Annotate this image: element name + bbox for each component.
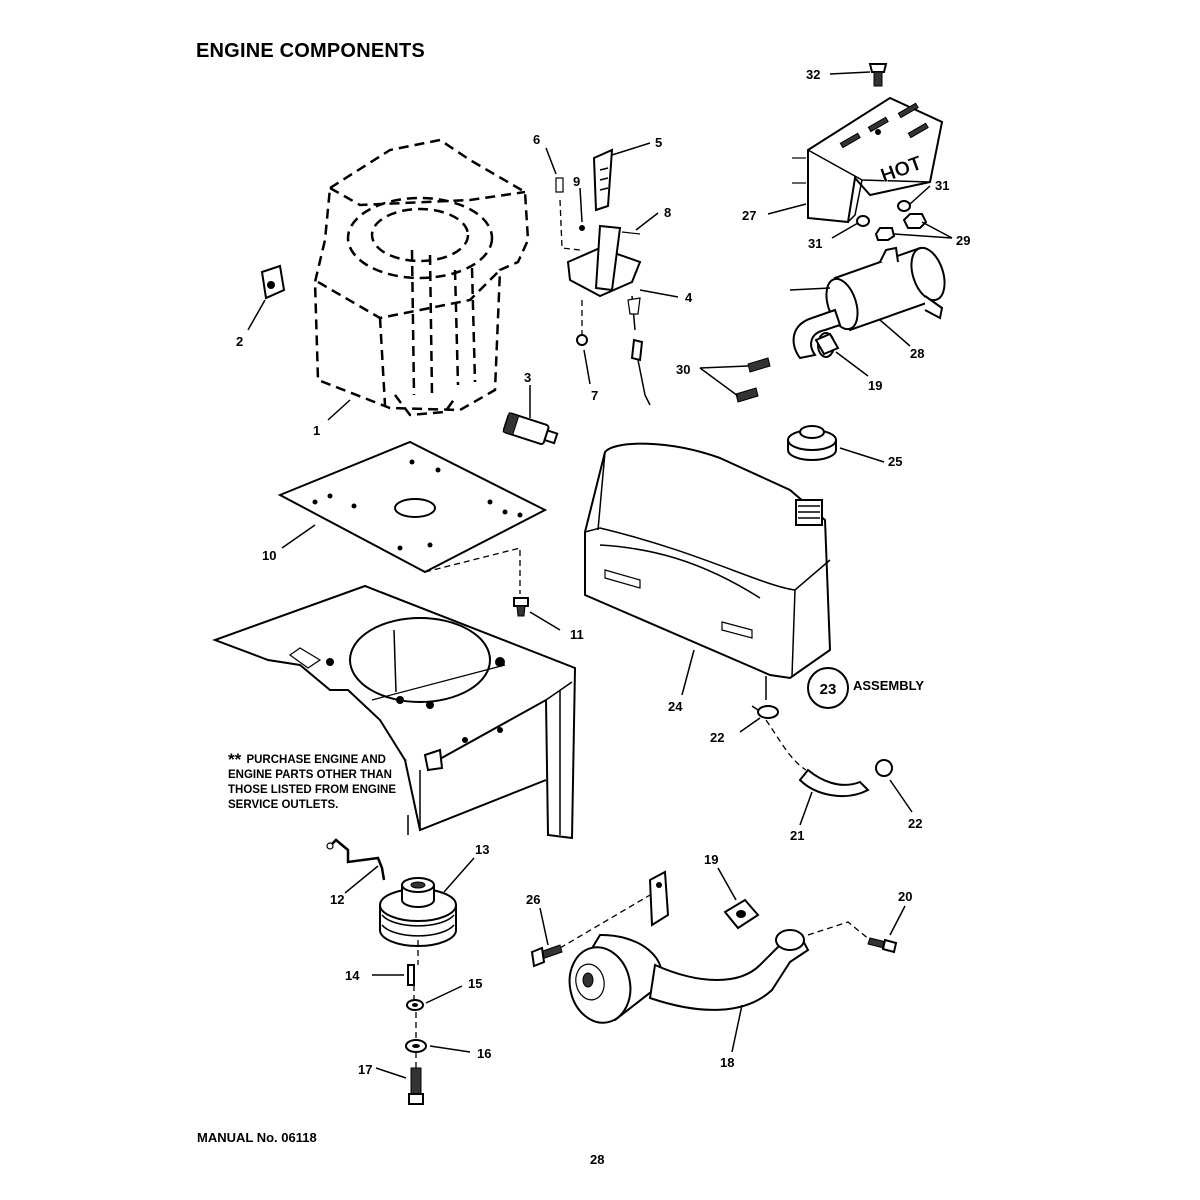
page-number: 28 (590, 1152, 605, 1167)
callout-21: 21 (790, 828, 804, 843)
control-bracket-assembly (555, 148, 651, 406)
callout-27: 27 (742, 208, 756, 223)
callout-1: 1 (313, 423, 320, 438)
callout-14: 14 (345, 968, 360, 983)
washer-15 (406, 999, 424, 1011)
washer-16 (405, 1039, 427, 1053)
callout-31-right: 31 (935, 178, 949, 193)
engine-purchase-note: ** PURCHASE ENGINE AND ENGINE PARTS OTHE… (228, 750, 428, 813)
muffler-18 (559, 870, 810, 1024)
pulley (379, 877, 457, 947)
washer-31-left (856, 215, 870, 227)
clamp-part (260, 264, 286, 300)
callout-8: 8 (664, 205, 671, 220)
bolt-11 (513, 597, 529, 617)
leader-lines (247, 71, 953, 1079)
washer-31-right (897, 200, 911, 212)
callout-9: 9 (573, 174, 580, 189)
gasket-19-lower (723, 898, 760, 930)
callout-3: 3 (524, 370, 531, 385)
callout-28: 28 (910, 346, 924, 361)
hose-clamp-lower (875, 759, 893, 777)
nut-29-lower (874, 227, 896, 241)
callout-labels: 1 2 3 4 5 6 7 8 9 10 11 12 13 14 15 16 1… (236, 67, 970, 1077)
manual-number: MANUAL No. 06118 (197, 1130, 317, 1145)
callout-29: 29 (956, 233, 970, 248)
callout-5: 5 (655, 135, 662, 150)
bolt-26 (530, 944, 563, 968)
chassis-frame (212, 584, 577, 840)
assembly-23-badge: 23 ASSEMBLY (807, 667, 924, 709)
callout-4: 4 (685, 290, 693, 305)
callout-10: 10 (262, 548, 276, 563)
fuel-cap (787, 425, 837, 461)
gasket-19-upper (814, 332, 840, 356)
muffler-28 (789, 246, 946, 360)
key-14 (407, 964, 415, 986)
callout-18: 18 (720, 1055, 734, 1070)
fuel-hose (765, 719, 870, 798)
callout-32: 32 (806, 67, 820, 82)
bolt-32 (868, 63, 888, 87)
callout-22-lower: 22 (908, 816, 922, 831)
note-stars: ** (228, 750, 242, 769)
rod-12 (326, 838, 386, 881)
bolts-30 (735, 357, 771, 403)
callout-7: 7 (591, 388, 598, 403)
callout-19-upper: 19 (868, 378, 882, 393)
callout-12: 12 (330, 892, 344, 907)
callout-22-upper: 22 (710, 730, 724, 745)
callout-16: 16 (477, 1046, 491, 1061)
callout-17: 17 (358, 1062, 372, 1077)
assembly-number: 23 (820, 681, 837, 698)
bolt-17 (408, 1067, 424, 1105)
fuel-tank (584, 442, 832, 700)
bolt-20 (867, 937, 898, 954)
nut-29-upper (902, 213, 928, 229)
callout-11: 11 (570, 627, 584, 642)
base-plate (277, 440, 548, 594)
engine (313, 138, 530, 417)
callout-30: 30 (676, 362, 690, 377)
note-text: PURCHASE ENGINE AND ENGINE PARTS OTHER T… (228, 754, 397, 811)
callout-15: 15 (468, 976, 482, 991)
callout-13: 13 (475, 842, 489, 857)
callout-2: 2 (236, 334, 243, 349)
callout-6: 6 (533, 132, 540, 147)
page-title: ENGINE COMPONENTS (196, 40, 425, 62)
callout-19-lower: 19 (704, 852, 718, 867)
hose-clamp-upper (751, 705, 779, 719)
assembly-label: ASSEMBLY (853, 678, 924, 693)
callout-31-left: 31 (808, 236, 822, 251)
callout-26: 26 (526, 892, 540, 907)
callout-20: 20 (898, 889, 912, 904)
callout-24: 24 (668, 699, 683, 714)
callout-25: 25 (888, 454, 902, 469)
oil-switch-part (502, 412, 559, 445)
heat-shield: HOT (792, 96, 944, 224)
